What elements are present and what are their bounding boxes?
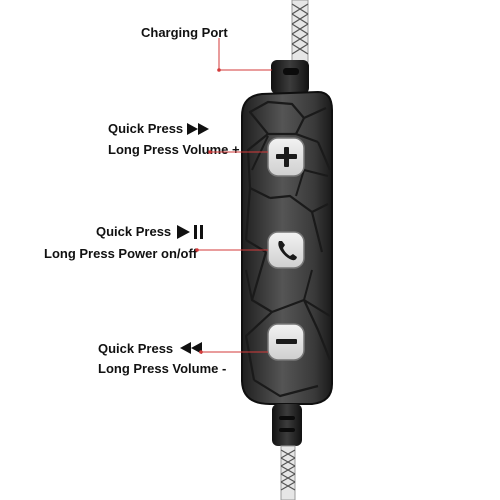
charging-port-label: Charging Port [141,25,228,40]
cable-top [291,0,309,63]
volume-down-button [267,323,305,361]
pointer-lines [197,38,272,353]
mid-long-press-label: Long Press Power on/off [44,246,198,261]
rewind-icon [180,342,202,354]
top-quick-press-label: Quick Press [108,121,184,136]
mid-quick-press-label: Quick Press [96,224,172,239]
bottom-cap [272,404,302,446]
bottom-long-press-label: Long Press Volume - [98,361,227,376]
pointer-dots [195,68,221,354]
play-pause-icon [177,225,203,239]
volume-up-button [267,137,305,177]
cable-bottom [280,445,296,500]
charging-port-cap [271,60,309,94]
play-pause-button [267,231,305,269]
bottom-quick-press-label: Quick Press [98,341,174,356]
fast-forward-icon [187,123,209,135]
top-long-press-label: Long Press Volume + [108,142,240,157]
